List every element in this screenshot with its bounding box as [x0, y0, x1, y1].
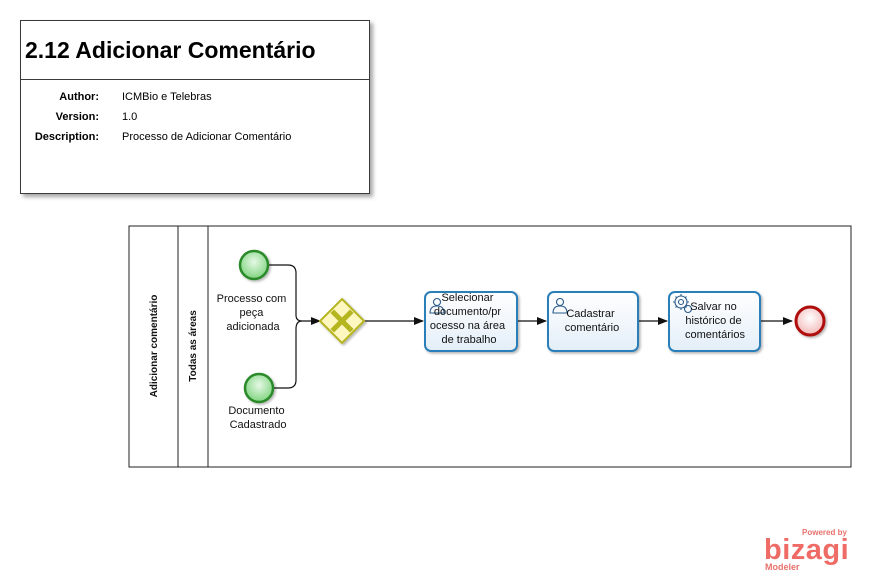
logo-powered-by: Powered by: [802, 528, 847, 537]
logo-wordmark: bizagi: [764, 534, 850, 566]
user-task-icon: [552, 297, 568, 314]
task-cadastrar-comentario[interactable]: Cadastrar comentário: [547, 291, 639, 352]
logo-modeler: Modeler: [765, 562, 800, 572]
start-event-documento-cadastrado[interactable]: Documento Cadastrado: [228, 372, 287, 431]
start-event-processo-com-peca[interactable]: Processo com peça adicionada: [217, 249, 290, 333]
bizagi-logo: Powered by bizagi Modeler: [760, 528, 855, 574]
process-title: 2.12 Adicionar Comentário: [21, 21, 369, 80]
task-1-label: Selecionar documento/pr ocesso na área d…: [430, 292, 508, 346]
sequence-flows: [268, 264, 793, 389]
user-task-icon: [429, 297, 445, 314]
start-event-1-label: Processo com peça adicionada: [217, 293, 290, 333]
lane-name: Todas as áreas: [188, 310, 199, 382]
service-task-gear-icon: [673, 294, 693, 314]
meta-key-description: Description:: [34, 131, 99, 143]
meta-value-author: ICMBio e Telebras: [122, 91, 212, 103]
task-selecionar-documento[interactable]: Selecionar documento/pr ocesso na área d…: [424, 291, 518, 352]
meta-key-version: Version:: [55, 111, 99, 123]
flow-start1-to-gateway[interactable]: [268, 264, 321, 325]
meta-value-version: 1.0: [122, 111, 138, 123]
meta-key-author: Author:: [59, 91, 99, 103]
x-marker-icon: [330, 309, 354, 333]
pool-name: Adicionar comentário: [149, 295, 160, 398]
exclusive-gateway[interactable]: [318, 297, 366, 345]
flow-start2-to-gateway[interactable]: [273, 320, 303, 389]
meta-value-description: Processo de Adicionar Comentário: [122, 131, 292, 143]
task-2-label: Cadastrar comentário: [565, 308, 619, 334]
end-event[interactable]: [794, 305, 826, 337]
task-3-label: Salvar no histórico de comentários: [685, 301, 745, 341]
task-salvar-historico[interactable]: Salvar no histórico de comentários: [668, 291, 761, 352]
process-info-card: 2.12 Adicionar Comentário Author: ICMBio…: [20, 20, 370, 194]
start-event-2-label: Documento Cadastrado: [228, 405, 287, 431]
